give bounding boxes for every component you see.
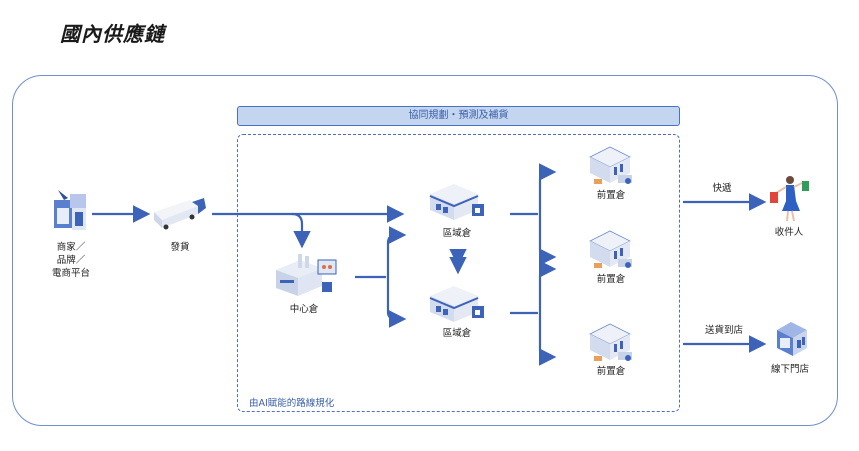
edge-central-regional [355,233,400,321]
front-label-2: 前置倉 [596,274,626,285]
front-warehouse-icon [589,323,632,361]
store-label: 線下門店 [770,364,809,375]
planning-banner: 協同規劃・預測及補貨 [237,106,680,126]
regional-label-2: 區域倉 [442,328,472,339]
front-label-1: 前置倉 [596,190,626,201]
ship-label: 發貨 [170,242,190,253]
store-icon [777,322,807,356]
warehouse-icon [429,286,484,322]
ship-node [152,198,208,234]
front-label-3: 前置倉 [596,366,626,377]
merchant-label-line1: 商家／ [56,242,86,253]
front-node-1 [588,145,634,191]
front-node-3 [588,322,634,368]
express-label: 快遞 [712,183,732,194]
front-warehouse-icon [589,230,632,268]
recipient-node [768,175,812,229]
ai-routing-zone [237,134,680,412]
regional-label-1: 區域倉 [442,228,472,239]
edge-regional1-front [510,170,550,259]
merchant-label-line3: 電商平台 [51,268,90,279]
truck-icon [154,198,206,230]
edge-regional2-front [510,267,550,359]
central-label: 中心倉 [289,304,319,315]
merchant-node [50,188,90,236]
to-store-label: 送貨到店 [704,325,743,336]
shopper-icon [770,176,809,222]
front-node-2 [588,229,634,275]
warehouse-icon [429,184,484,220]
page-title: 國內供應鏈 [60,22,165,46]
ai-routing-label: 由AI賦能的路線規化 [249,398,335,409]
recipient-label: 收件人 [774,227,804,238]
central-node [272,252,340,304]
storefront-icon [54,190,86,230]
edge-ship-central [291,212,311,249]
merchant-label: 商家／ 品牌／ 電商平台 [36,241,106,280]
regional-node-1 [428,180,488,226]
front-warehouse-icon [589,146,632,184]
merchant-label-line2: 品牌／ [56,255,86,266]
factory-warehouse-icon [276,254,337,296]
regional-node-2 [428,282,488,328]
supply-chain-container [12,75,838,426]
store-node [775,320,809,362]
